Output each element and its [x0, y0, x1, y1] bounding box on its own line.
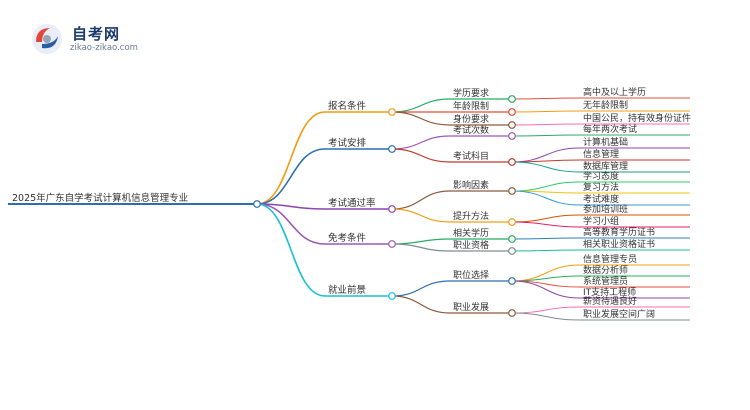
leaf-connector: [511, 161, 581, 173]
leaf-connector: [511, 190, 581, 206]
branch-3-label: 考试通过率: [328, 197, 376, 209]
leaf-connector: [511, 306, 581, 314]
subtopic-connector: [391, 238, 451, 245]
subtopic-connector: [391, 208, 451, 223]
leaf-label: 数据库管理: [583, 160, 628, 172]
logo-icon: [32, 24, 62, 54]
leaf-label: 参加培训班: [583, 203, 628, 215]
leaf-connector: [511, 110, 581, 113]
leaf-label: 信息管理: [583, 148, 619, 160]
leaf-connector: [511, 214, 581, 223]
subtopic-label: 影响因素: [453, 179, 489, 191]
branch-collapse-dot[interactable]: [388, 292, 396, 300]
subtopic-collapse-dot[interactable]: [508, 309, 516, 317]
subtopic-connector: [391, 280, 451, 297]
leaf-connector: [511, 312, 581, 321]
subtopic-collapse-dot[interactable]: [508, 247, 516, 255]
subtopic-connector: [391, 295, 451, 314]
leaf-label: 考试难度: [583, 193, 619, 205]
leaf-connector: [511, 221, 581, 228]
leaf-label: 学习态度: [583, 170, 619, 182]
leaf-connector: [511, 97, 581, 100]
leaf-connector: [511, 280, 581, 299]
subtopic-label: 职业资格: [453, 239, 489, 251]
subtopic-label: 相关学历: [453, 227, 489, 239]
subtopic-collapse-dot[interactable]: [508, 277, 516, 285]
subtopic-label: 学历要求: [453, 87, 489, 99]
leaf-label: 复习方法: [583, 181, 619, 193]
subtopic-label: 职位选择: [453, 269, 489, 281]
branch-collapse-dot[interactable]: [388, 240, 396, 248]
branch-connector: [256, 203, 326, 245]
branch-connector: [256, 203, 326, 297]
logo-url: zikao-zikao.com: [70, 43, 138, 53]
leaf-connector: [511, 159, 581, 163]
subtopic-connector: [391, 111, 451, 126]
leaf-label: 职业发展空间广阔: [583, 308, 655, 320]
subtopic-connector: [391, 98, 451, 113]
subtopic-label: 年龄限制: [453, 100, 489, 112]
subtopic-collapse-dot[interactable]: [508, 158, 516, 166]
subtopic-connector: [391, 243, 451, 252]
branch-4-label: 免考条件: [328, 232, 367, 244]
subtopic-collapse-dot[interactable]: [508, 95, 516, 103]
subtopic-connector: [391, 190, 451, 210]
root-topic: 2025年广东自学考试计算机信息管理专业: [12, 192, 188, 204]
branch-1-label: 报名条件: [328, 100, 367, 112]
subtopic-label: 考试次数: [453, 124, 489, 136]
leaf-connector: [511, 249, 581, 252]
leaf-label: 计算机基础: [583, 136, 628, 148]
leaf-label: 高等教育学历证书: [583, 226, 655, 238]
leaf-connector: [511, 181, 581, 192]
subtopic-connector: [391, 148, 451, 163]
leaf-label: 每年两次考试: [583, 123, 637, 135]
subtopic-collapse-dot[interactable]: [508, 132, 516, 140]
leaf-label: 无年龄限制: [583, 99, 628, 111]
leaf-label: 系统管理员: [583, 275, 628, 287]
subtopic-label: 考试科目: [453, 150, 489, 162]
branch-connector: [256, 148, 326, 205]
subtopic-label: 职业发展: [453, 301, 489, 313]
leaf-label: IT支持工程师: [583, 286, 636, 298]
subtopic-collapse-dot[interactable]: [508, 121, 516, 129]
subtopic-label: 身份要求: [453, 113, 489, 125]
branch-2-label: 考试安排: [328, 137, 367, 149]
leaf-connector: [511, 123, 581, 126]
root-collapse-dot[interactable]: [253, 200, 261, 208]
subtopic-label: 提升方法: [453, 210, 489, 222]
leaf-label: 学习小组: [583, 215, 619, 227]
leaf-label: 信息管理专员: [583, 253, 637, 265]
branch-5-label: 就业前景: [328, 284, 366, 296]
branch-collapse-dot[interactable]: [388, 205, 396, 213]
site-logo[interactable]: 自考网 zikao-zikao.com: [30, 22, 170, 58]
leaf-label: 中国公民，持有效身份证件: [583, 112, 691, 124]
branch-collapse-dot[interactable]: [388, 145, 396, 153]
subtopic-connector: [391, 135, 451, 150]
leaf-label: 薪资待遇良好: [583, 295, 637, 307]
leaf-connector: [511, 237, 581, 240]
branch-collapse-dot[interactable]: [388, 108, 396, 116]
leaf-label: 相关职业资格证书: [583, 238, 655, 250]
subtopic-collapse-dot[interactable]: [508, 218, 516, 226]
leaf-label: 高中及以上学历: [583, 86, 646, 98]
logo-title: 自考网: [72, 25, 121, 43]
leaf-connector: [511, 134, 581, 137]
leaf-label: 数据分析师: [583, 264, 628, 276]
subtopic-collapse-dot[interactable]: [508, 187, 516, 195]
subtopic-collapse-dot[interactable]: [508, 108, 516, 116]
subtopic-collapse-dot[interactable]: [508, 235, 516, 243]
branch-connector: [256, 111, 326, 205]
